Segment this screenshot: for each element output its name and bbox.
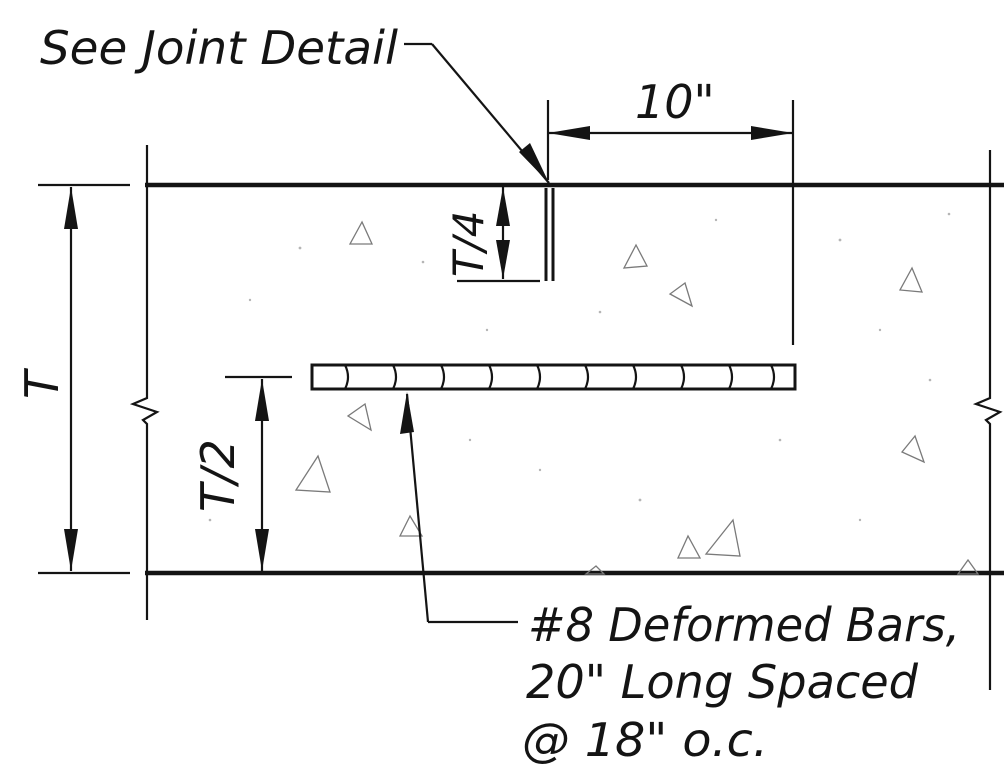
sawcut-groove xyxy=(544,188,555,281)
bar-note-line-1: #8 Deformed Bars, xyxy=(528,598,960,652)
leader-joint-detail xyxy=(404,42,550,184)
bar-note-line-2: 20" Long Spaced xyxy=(526,655,919,709)
right-break-line xyxy=(972,150,1003,690)
joint-offset-dimension-label: 10" xyxy=(635,75,715,129)
joint-detail-label: See Joint Detail xyxy=(40,21,398,75)
dimension-slab-thickness xyxy=(64,187,78,571)
dimension-groove-depth xyxy=(457,187,540,283)
deformed-dowel-bar xyxy=(310,363,797,391)
dimension-joint-offset xyxy=(546,100,795,345)
leader-bar-note xyxy=(400,392,518,624)
left-break-line xyxy=(129,145,160,620)
slab-thickness-dimension-label: T xyxy=(15,367,69,399)
groove-depth-dimension-label: T/4 xyxy=(444,210,493,277)
slab-section xyxy=(38,145,1004,690)
dimension-bar-depth xyxy=(225,375,292,571)
bar-depth-dimension-label: T/2 xyxy=(191,439,245,512)
concrete-aggregate-texture xyxy=(208,212,980,575)
bar-note-line-3: @ 18" o.c. xyxy=(522,713,768,767)
